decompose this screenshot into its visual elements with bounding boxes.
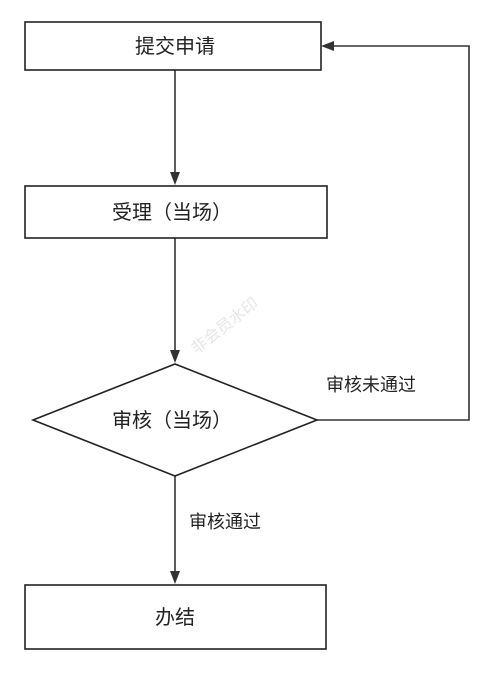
edge-review-to-complete: 审核通过: [170, 476, 261, 584]
node-submit: 提交申请: [24, 21, 322, 71]
edge-review-to-submit: 审核未通过: [317, 41, 470, 421]
edge-label-rejected: 审核未通过: [326, 375, 416, 396]
node-accept: 受理（当场）: [24, 185, 328, 239]
node-shape: [24, 584, 327, 650]
node-shape: [24, 185, 328, 239]
node-label: 提交申请: [135, 34, 215, 58]
watermark: 非会员水印: [187, 294, 262, 358]
node-review: 审核（当场）: [30, 363, 320, 477]
arrowhead: [170, 571, 180, 584]
edge-submit-to-accept: [170, 70, 180, 185]
arrowhead: [170, 350, 180, 363]
node-label: 办结: [155, 605, 195, 629]
arrowhead: [170, 172, 180, 185]
node-complete: 办结: [24, 584, 327, 650]
edge-line: [317, 45, 470, 421]
node-shape: [24, 21, 322, 71]
node-label: 审核（当场）: [112, 408, 232, 432]
edge-accept-to-review: [170, 238, 180, 363]
node-label: 受理（当场）: [112, 200, 232, 224]
node-shape: [30, 363, 320, 477]
arrowhead: [321, 41, 334, 51]
edge-label-approved: 审核通过: [189, 512, 261, 533]
